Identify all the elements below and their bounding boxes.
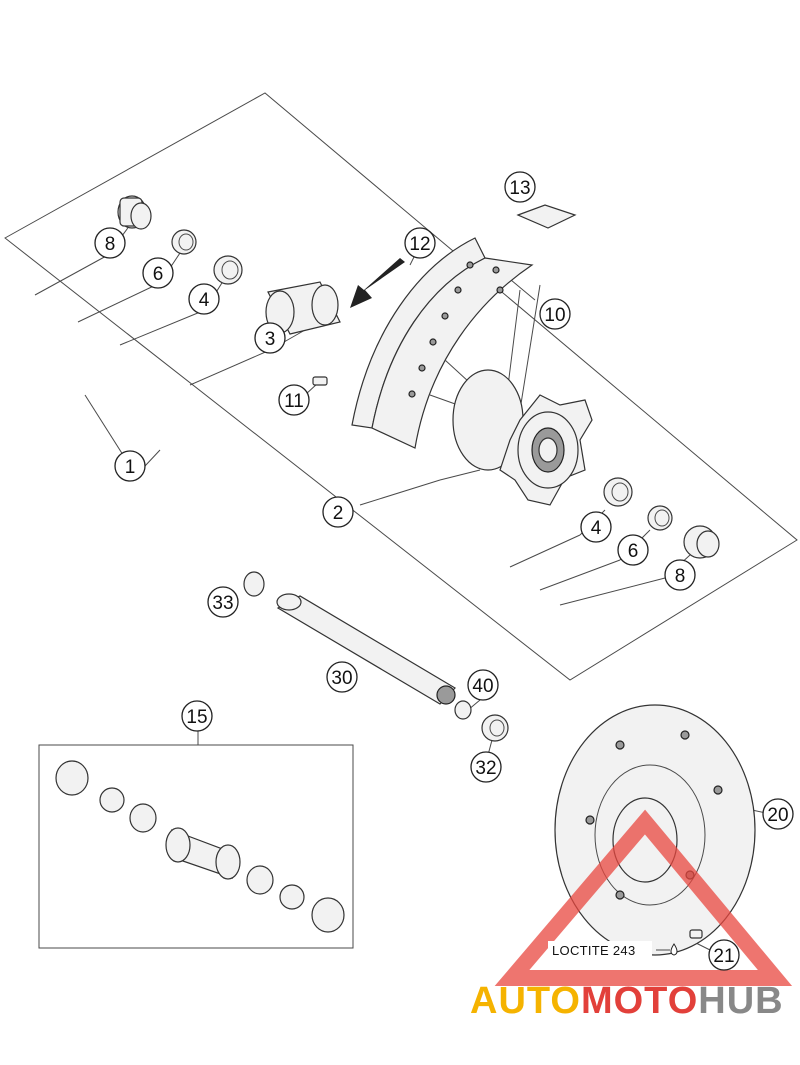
- svg-text:10: 10: [544, 305, 565, 326]
- spacer-33: [243, 571, 265, 597]
- seal-6-bottom: [647, 505, 673, 531]
- svg-text:20: 20: [767, 805, 788, 826]
- seal-6-top: [171, 229, 197, 255]
- callout-21: 21: [708, 939, 740, 971]
- axle-30: [276, 593, 456, 705]
- callout-6-bottom: 6: [617, 534, 649, 566]
- svg-text:2: 2: [333, 503, 344, 524]
- callout-30: 30: [326, 661, 358, 693]
- svg-text:4: 4: [591, 518, 602, 539]
- svg-text:15: 15: [186, 707, 207, 728]
- watermark-part-hub: HUB: [698, 980, 783, 1022]
- svg-text:40: 40: [472, 676, 493, 697]
- svg-text:30: 30: [331, 668, 352, 689]
- callout-32: 32: [470, 751, 502, 783]
- svg-text:13: 13: [509, 178, 530, 199]
- hub: [452, 369, 593, 506]
- loctite-label: LOCTITE 243: [552, 943, 636, 958]
- callout-1: 1: [114, 450, 146, 482]
- callout-20: 20: [762, 798, 794, 830]
- svg-text:3: 3: [265, 329, 276, 350]
- callout-6-top: 6: [142, 257, 174, 289]
- nut-40: [454, 700, 472, 720]
- kit-15-box: [38, 744, 354, 949]
- callout-3: 3: [254, 322, 286, 354]
- callout-33: 33: [207, 586, 239, 618]
- svg-text:21: 21: [713, 946, 734, 967]
- svg-text:11: 11: [284, 391, 304, 412]
- bearing-4-bottom: [603, 477, 633, 507]
- callout-8-bottom: 8: [664, 559, 696, 591]
- callout-40: 40: [467, 669, 499, 701]
- watermark-part-auto: AUTO: [470, 980, 581, 1022]
- loctite-drop-icon: [670, 943, 678, 956]
- rim: [351, 237, 534, 449]
- callout-13: 13: [504, 171, 536, 203]
- callout-2: 2: [322, 496, 354, 528]
- callout-12: 12: [404, 227, 436, 259]
- svg-text:6: 6: [153, 264, 164, 285]
- svg-text:33: 33: [212, 593, 233, 614]
- disc-bolt-21: [689, 929, 703, 939]
- svg-text:6: 6: [628, 541, 639, 562]
- svg-text:8: 8: [675, 566, 686, 587]
- svg-text:12: 12: [409, 234, 430, 255]
- loctite-label-box: [548, 941, 652, 959]
- distance-sleeve-3: [265, 281, 341, 335]
- svg-text:8: 8: [105, 234, 116, 255]
- watermark-wordmark: AUTOMOTOHUB: [470, 980, 784, 1022]
- svg-text:1: 1: [125, 457, 136, 478]
- kit-15-parts: [55, 760, 345, 933]
- spacer-32: [481, 714, 509, 742]
- callout-4-bottom: 4: [580, 511, 612, 543]
- callout-10: 10: [539, 298, 571, 330]
- callout-15: 15: [181, 700, 213, 732]
- watermark-triangle: [494, 809, 793, 986]
- bearing-4-top: [213, 255, 243, 285]
- rotation-arrow: [350, 258, 405, 308]
- svg-text:4: 4: [199, 290, 210, 311]
- svg-text:32: 32: [475, 758, 496, 779]
- callout-8-top: 8: [94, 227, 126, 259]
- spacer-8-top: [117, 195, 152, 230]
- watermark-part-moto: MOTO: [581, 980, 698, 1022]
- assembly-frame: [4, 92, 798, 681]
- callout-11: 11: [278, 384, 310, 416]
- callout-4-top: 4: [188, 283, 220, 315]
- spacer-8-bottom: [683, 525, 720, 559]
- spoke-nipple-11: [312, 376, 328, 386]
- shim-13: [516, 204, 577, 229]
- leader-lines: [34, 224, 776, 951]
